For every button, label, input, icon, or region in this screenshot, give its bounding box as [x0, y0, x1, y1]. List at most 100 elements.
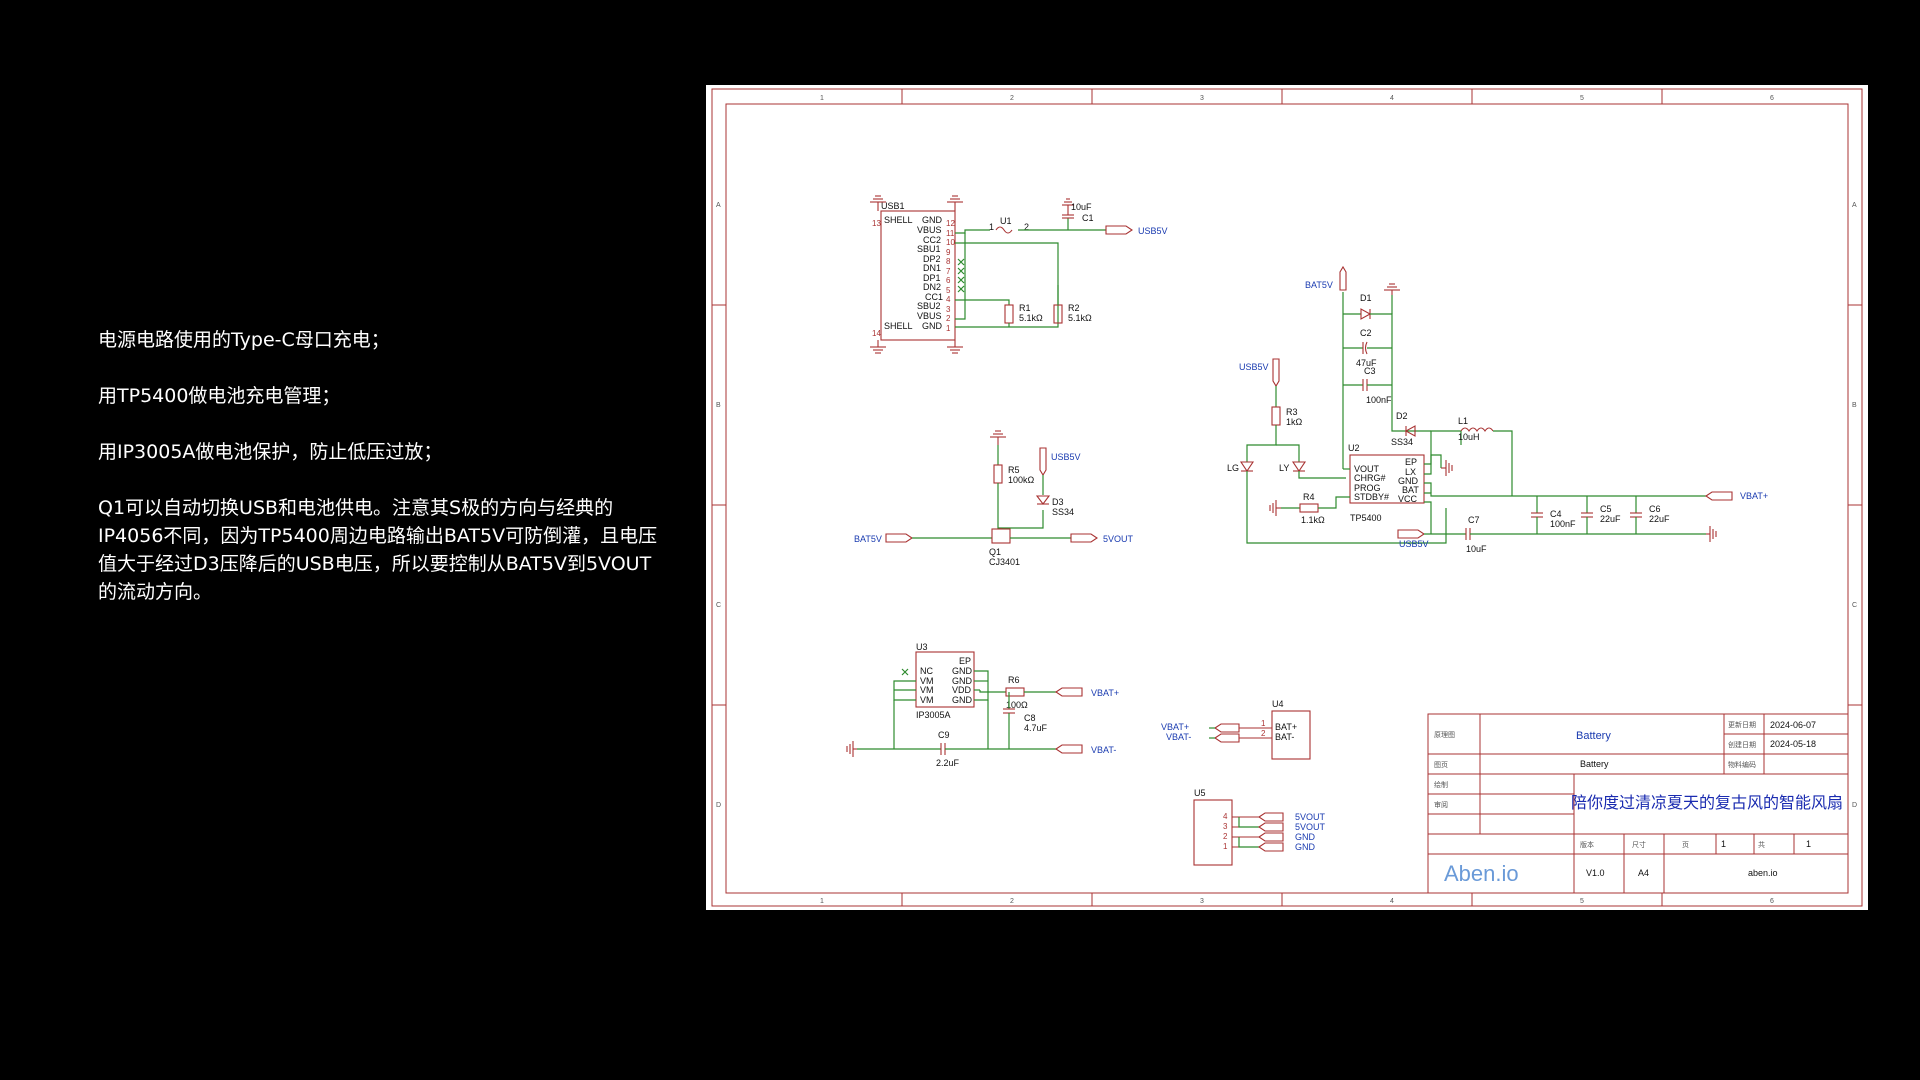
usb1-body — [880, 210, 956, 341]
row-label: D — [1852, 802, 1857, 809]
c3-ref: C3 — [1364, 366, 1376, 376]
q1-ref: Q1 — [989, 547, 1001, 557]
c2-ref: C2 — [1360, 328, 1372, 338]
tp5400-charger-section: BAT5V D1 C2 47uF C3 100nF USB5V R3 1kΩ — [1227, 265, 1768, 554]
svg-text:SBU2: SBU2 — [917, 301, 941, 311]
svg-text:审阅: 审阅 — [1434, 800, 1448, 809]
svg-text:1: 1 — [1806, 839, 1811, 849]
svg-text:2: 2 — [1261, 729, 1266, 738]
svg-text:NC: NC — [920, 666, 933, 676]
svg-text:DP1: DP1 — [923, 273, 941, 283]
svg-text:VBUS: VBUS — [917, 311, 942, 321]
c5-value: 22uF — [1600, 514, 1621, 524]
svg-text:物料编码: 物料编码 — [1728, 760, 1756, 769]
col-label: 1 — [820, 898, 824, 905]
u4-body — [1271, 710, 1311, 760]
r5-ref: R5 — [1008, 465, 1020, 475]
c6-value: 22uF — [1649, 514, 1670, 524]
vbat-minus-flag-u3 — [1055, 744, 1083, 754]
usb-typec-section: USB1 SHELL VBUS CC2 SBU1 DP2 DN1 DP1 DN2… — [870, 195, 1168, 354]
svg-text:DN2: DN2 — [923, 282, 941, 292]
u2-ref: U2 — [1348, 443, 1360, 453]
u1-fuse — [995, 226, 1013, 234]
tb-website: aben.io — [1748, 868, 1778, 878]
u3-body — [915, 651, 975, 708]
u3-part: IP3005A — [916, 710, 951, 720]
svg-text:14: 14 — [872, 329, 881, 338]
svg-text:CC1: CC1 — [925, 292, 943, 302]
tb-size: A4 — [1638, 868, 1649, 878]
svg-text:EP: EP — [959, 656, 971, 666]
r6-ref: R6 — [1008, 675, 1020, 685]
svg-text:DN1: DN1 — [923, 263, 941, 273]
svg-text:VBAT+: VBAT+ — [1161, 722, 1189, 732]
col-label: 3 — [1200, 898, 1204, 905]
tb-schematic: Battery — [1576, 730, 1611, 742]
r2-ref: R2 — [1068, 303, 1080, 313]
d2-ref: D2 — [1396, 411, 1408, 421]
svg-text:7: 7 — [946, 267, 951, 276]
d1-ref: D1 — [1360, 293, 1372, 303]
note-ip3005a: 用IP3005A做电池保护，防止低压过放； — [98, 441, 443, 463]
row-label: D — [716, 802, 721, 809]
usb5v-label: USB5V — [1138, 226, 1168, 236]
row-label: A — [716, 202, 721, 209]
q1-part: CJ3401 — [989, 557, 1020, 567]
schematic-svg: 1 2 3 4 5 6 1 2 3 4 5 6 A B C D A B C D … — [711, 88, 1863, 907]
c1-value: 10uF — [1071, 202, 1092, 212]
5vout-flag-q1 — [1070, 533, 1098, 543]
bat5v-flag-u2 — [1339, 265, 1347, 291]
c3-value: 100nF — [1366, 395, 1392, 405]
col-label: 2 — [1010, 95, 1014, 102]
svg-text:1: 1 — [946, 324, 951, 333]
l1-inductor — [1460, 427, 1494, 432]
note-q1: Q1可以自动切换USB和电池供电。注意其S极的方向与经典的IP4056不同，因为… — [98, 497, 658, 603]
d2-diode — [1404, 425, 1416, 437]
l1-value: 10uH — [1458, 432, 1480, 442]
svg-text:GND: GND — [952, 676, 973, 686]
svg-text:5VOUT: 5VOUT — [1103, 534, 1134, 544]
u5-output-connector: U5 4 3 2 1 5VOUT 5VOUT GND GND — [1193, 788, 1326, 866]
svg-text:12: 12 — [946, 219, 955, 228]
svg-text:2: 2 — [1024, 222, 1029, 232]
d3-part: SS34 — [1052, 507, 1074, 517]
svg-text:VBAT+: VBAT+ — [1091, 688, 1119, 698]
svg-text:VBUS: VBUS — [917, 225, 942, 235]
svg-text:13: 13 — [872, 219, 881, 228]
svg-text:LX: LX — [1405, 467, 1416, 477]
c8-value: 4.7uF — [1024, 723, 1048, 733]
r5-value: 100kΩ — [1008, 475, 1035, 485]
svg-text:4: 4 — [1223, 812, 1228, 821]
svg-text:图页: 图页 — [1434, 761, 1448, 769]
svg-text:版本: 版本 — [1580, 840, 1594, 849]
svg-text:GND: GND — [952, 695, 973, 705]
svg-text:BAT5V: BAT5V — [854, 534, 882, 544]
svg-text:GND: GND — [1398, 476, 1419, 486]
svg-text:共: 共 — [1758, 840, 1765, 849]
svg-text:VDD: VDD — [952, 685, 972, 695]
svg-text:VM: VM — [920, 695, 934, 705]
d2-part: SS34 — [1391, 437, 1413, 447]
svg-text:VM: VM — [920, 685, 934, 695]
svg-text:CC2: CC2 — [923, 235, 941, 245]
r4-ref: R4 — [1303, 492, 1315, 502]
svg-text:10: 10 — [946, 238, 955, 247]
q1-switch-section: R5 100kΩ USB5V D3 SS34 BAT5V Q1 CJ3401 5… — [854, 430, 1134, 567]
svg-text:1: 1 — [989, 222, 994, 232]
col-label: 5 — [1580, 95, 1584, 102]
tb-created: 2024-05-18 — [1770, 739, 1816, 749]
svg-text:绘制: 绘制 — [1434, 780, 1448, 789]
svg-text:11: 11 — [946, 229, 955, 238]
frame: 1 2 3 4 5 6 1 2 3 4 5 6 A B C D A B C D — [711, 88, 1863, 907]
ip3005a-protection-section: U3 NC VM VM VM EP GND GND VDD GND IP3005… — [846, 642, 1119, 768]
svg-text:GND: GND — [922, 321, 943, 331]
col-label: 4 — [1390, 898, 1394, 905]
usb5v-flag-u2 — [1397, 529, 1425, 539]
svg-text:BAT-: BAT- — [1275, 732, 1294, 742]
svg-text:5VOUT: 5VOUT — [1295, 822, 1326, 832]
u2-part: TP5400 — [1350, 513, 1382, 523]
r4-body — [1299, 503, 1319, 513]
svg-text:SHELL: SHELL — [884, 321, 913, 331]
q1-mosfet — [991, 528, 1011, 544]
r3-value: 1kΩ — [1286, 417, 1303, 427]
